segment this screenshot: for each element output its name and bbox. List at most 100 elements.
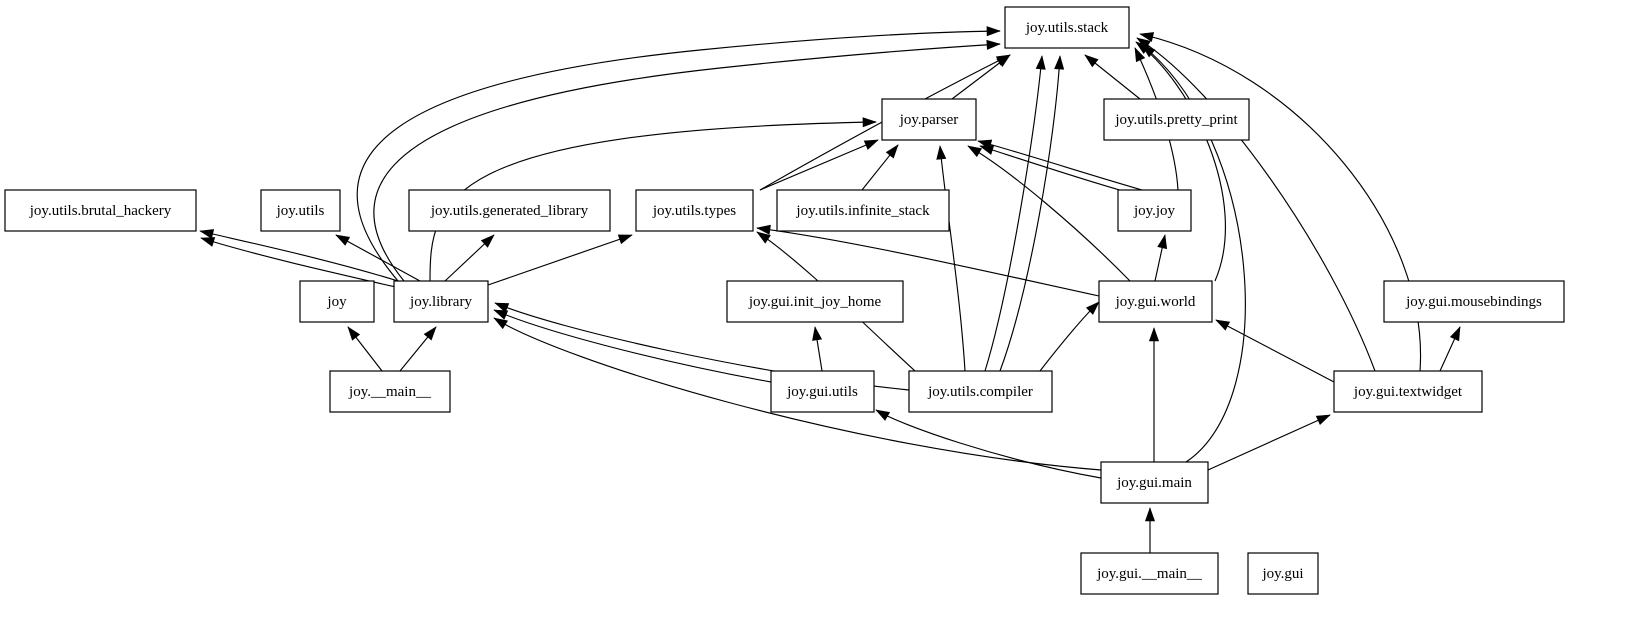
- graph-edge: [967, 145, 1131, 282]
- arrowhead-icon: [1085, 301, 1100, 315]
- node-label: joy.utils.pretty_print: [1114, 112, 1238, 128]
- node-label: joy.__main__: [348, 384, 431, 400]
- graph-edge: [199, 230, 399, 282]
- arrowhead-icon: [480, 234, 495, 248]
- node-box[interactable]: [1247, 552, 1319, 595]
- graph-node-gui_init_joy_home[interactable]: joy.gui.init_joy_home: [726, 280, 904, 323]
- arrowhead-icon: [493, 309, 509, 320]
- graph-node-gui_main[interactable]: joy.gui.main: [1100, 461, 1209, 504]
- graph-edge: [1207, 414, 1331, 471]
- node-box[interactable]: [881, 98, 977, 141]
- graph-node-utils_stack[interactable]: joy.utils.stack: [1004, 6, 1130, 49]
- node-box[interactable]: [1100, 461, 1209, 504]
- arrowhead-icon: [1084, 54, 1099, 68]
- node-label: joy.gui.world: [1115, 294, 1196, 310]
- graph-edge: [429, 121, 877, 282]
- graph-node-joy_joy[interactable]: joy.joy: [1117, 189, 1192, 232]
- graph-edge: [1039, 301, 1100, 372]
- graph-node-parser[interactable]: joy.parser: [881, 98, 977, 141]
- node-box[interactable]: [635, 189, 754, 232]
- graph-edge: [356, 30, 1001, 282]
- arrowhead-icon: [1148, 327, 1160, 342]
- arrowhead-icon: [1215, 319, 1231, 331]
- graph-edge: [493, 309, 772, 383]
- arrowhead-icon: [1139, 32, 1155, 42]
- graph-edge: [1135, 41, 1226, 282]
- arrowhead-icon: [200, 237, 216, 247]
- node-label: joy.parser: [899, 112, 959, 128]
- graph-edge: [1141, 44, 1246, 463]
- graph-edge: [759, 54, 1011, 191]
- graph-edge: [999, 55, 1061, 372]
- node-box[interactable]: [260, 189, 341, 232]
- node-box[interactable]: [1383, 280, 1565, 323]
- node-box[interactable]: [776, 189, 950, 232]
- graph-node-utils_genlib[interactable]: joy.utils.generated_library: [408, 189, 611, 232]
- arrowhead-icon: [1315, 414, 1331, 426]
- node-label: joy.utils.generated_library: [430, 203, 589, 219]
- graph-edge: [335, 234, 421, 282]
- graph-node-gui_main_module[interactable]: joy.gui.__main__: [1080, 552, 1219, 595]
- node-label: joy.utils.compiler: [927, 384, 1033, 400]
- arrowhead-icon: [863, 139, 879, 150]
- arrowhead-icon: [1144, 507, 1156, 522]
- graph-node-gui_utils[interactable]: joy.gui.utils: [770, 370, 875, 413]
- node-box[interactable]: [299, 280, 375, 323]
- graph-node-utils[interactable]: joy.utils: [260, 189, 341, 232]
- graph-node-utils_compiler[interactable]: joy.utils.compiler: [908, 370, 1053, 413]
- graph-node-utils_infinite[interactable]: joy.utils.infinite_stack: [776, 189, 950, 232]
- arrowhead-icon: [617, 234, 633, 245]
- graph-edge: [373, 43, 1001, 282]
- graph-edge: [875, 409, 1102, 479]
- node-box[interactable]: [1333, 370, 1483, 413]
- graph-edge: [1136, 37, 1376, 372]
- arrowhead-icon: [862, 117, 877, 128]
- arrowhead-icon: [1449, 326, 1461, 342]
- node-box[interactable]: [1103, 98, 1250, 141]
- node-box[interactable]: [393, 280, 489, 323]
- node-box[interactable]: [1080, 552, 1219, 595]
- edges-layer: [199, 26, 1461, 553]
- node-box[interactable]: [770, 370, 875, 413]
- node-label: joy.utils: [276, 203, 325, 219]
- arrowhead-icon: [1157, 234, 1168, 250]
- node-label: joy.utils.stack: [1025, 20, 1109, 36]
- arrowhead-icon: [1054, 55, 1065, 70]
- arrowhead-icon: [995, 54, 1011, 66]
- node-box[interactable]: [908, 370, 1053, 413]
- graph-edge: [487, 234, 633, 286]
- arrowhead-icon: [979, 145, 995, 155]
- graph-node-library[interactable]: joy.library: [393, 280, 489, 323]
- node-box[interactable]: [1098, 280, 1213, 323]
- graph-node-joy[interactable]: joy: [299, 280, 375, 323]
- arrowhead-icon: [347, 326, 361, 341]
- graph-edge: [984, 55, 1043, 372]
- arrowhead-icon: [1134, 47, 1146, 63]
- node-box[interactable]: [1117, 189, 1192, 232]
- node-box[interactable]: [408, 189, 611, 232]
- arrowhead-icon: [967, 145, 983, 158]
- graph-node-joy_main[interactable]: joy.__main__: [329, 370, 451, 413]
- graph-node-utils_pretty_print[interactable]: joy.utils.pretty_print: [1103, 98, 1250, 141]
- node-label: joy.library: [409, 294, 472, 310]
- node-label: joy.gui.utils: [786, 384, 858, 400]
- arrowhead-icon: [493, 317, 508, 330]
- graph-node-gui_mousebindings[interactable]: joy.gui.mousebindings: [1383, 280, 1565, 323]
- node-label: joy.gui.textwidget: [1353, 384, 1463, 400]
- node-box[interactable]: [4, 189, 197, 232]
- graph-node-utils_types[interactable]: joy.utils.types: [635, 189, 754, 232]
- node-label: joy.joy: [1133, 203, 1176, 219]
- graph-edge: [493, 317, 1102, 471]
- node-box[interactable]: [1004, 6, 1130, 49]
- graph-node-gui_textwidget[interactable]: joy.gui.textwidget: [1333, 370, 1483, 413]
- node-label: joy.gui.main: [1116, 475, 1192, 491]
- node-box[interactable]: [329, 370, 451, 413]
- node-label: joy.gui.__main__: [1096, 566, 1202, 582]
- node-box[interactable]: [726, 280, 904, 323]
- arrowhead-icon: [199, 229, 215, 239]
- graph-edge: [759, 139, 879, 191]
- graph-node-gui[interactable]: joy.gui: [1247, 552, 1319, 595]
- graph-node-gui_world[interactable]: joy.gui.world: [1098, 280, 1213, 323]
- graph-node-utils_brutal[interactable]: joy.utils.brutal_hackery: [4, 189, 197, 232]
- arrowhead-icon: [1136, 37, 1151, 50]
